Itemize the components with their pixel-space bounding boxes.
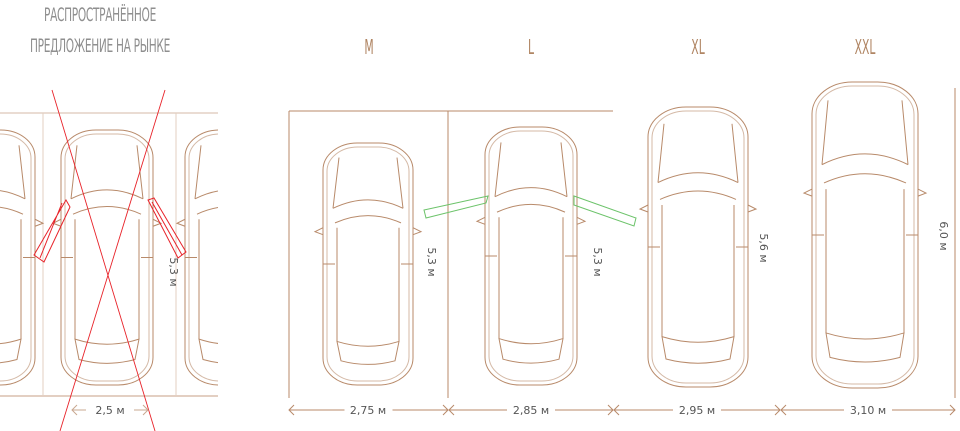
cross-mark-icon <box>51 89 166 431</box>
l-length-label: 5,3 м <box>591 247 604 276</box>
xl-width-label: 2,95 м <box>679 404 715 417</box>
size-label-l: L <box>527 35 535 59</box>
market-offer-heading-line1: РАСПРОСТРАНЁННОЕ <box>44 4 156 26</box>
market-car <box>51 129 163 386</box>
width-dimension-arrow <box>780 404 956 416</box>
m-width-label: 2,75 м <box>350 404 386 417</box>
blocked-doors <box>33 89 187 431</box>
market-offer-heading-line2: ПРЕДЛОЖЕНИЕ НА РЫНКЕ <box>29 35 171 57</box>
car-l <box>475 126 587 386</box>
xxl-width-label: 3,10 м <box>850 404 886 417</box>
size-label-xxl: XXL <box>854 35 876 59</box>
size-label-m: M <box>364 35 374 59</box>
width-dimension-arrow <box>71 404 149 416</box>
width-dimension-arrow <box>448 404 614 416</box>
neighbor-car <box>0 129 45 386</box>
neighbor-car <box>175 129 218 386</box>
m-length-label: 5,3 м <box>425 247 438 276</box>
width-dimension-arrow <box>288 404 449 416</box>
width-dimension-arrow <box>613 404 781 416</box>
market-parking-panel <box>0 89 218 431</box>
market-length-label: 5,3 м <box>167 257 180 286</box>
xxl-length-label: 6,0 м <box>937 221 950 250</box>
market-width-label: 2,5 м <box>95 404 124 417</box>
size-label-xl: XL <box>691 35 705 59</box>
l-width-label: 2,85 м <box>513 404 549 417</box>
car-xxl <box>802 81 928 389</box>
parking-frames <box>288 88 956 398</box>
car-m <box>313 142 423 386</box>
car-xl <box>638 106 758 388</box>
xl-length-label: 5,6 м <box>757 233 770 262</box>
open-doors-ok <box>423 195 637 227</box>
